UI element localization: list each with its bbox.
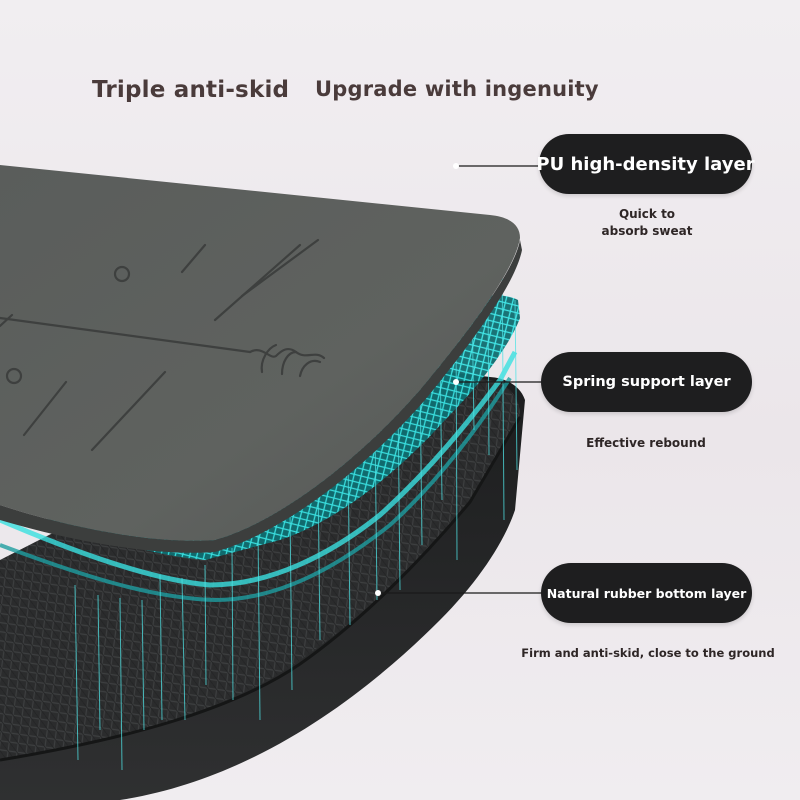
callout-lines: [380, 165, 545, 594]
caption-line: Firm and anti-skid, close to the ground: [521, 646, 775, 660]
alignment-marks: [0, 238, 326, 452]
heading-triple-anti-skid: Triple anti-skid: [92, 77, 290, 103]
cyan-fibre-lines: [74, 254, 518, 771]
callout-dot: [375, 163, 459, 596]
spring-layer-label: Spring support layer: [541, 352, 752, 412]
caption-line: Quick to: [618, 207, 676, 221]
rubber-layer-caption: Firm and anti-skid, close to the ground: [520, 645, 776, 662]
pu-layer-label: PU high-density layer: [536, 134, 755, 194]
rubber-layer-label: Natural rubber bottom layer: [541, 563, 752, 623]
caption-line: Effective rebound: [586, 436, 706, 450]
pu-top-layer: [0, 165, 522, 553]
spring-layer-caption: Effective rebound: [566, 435, 726, 452]
heading-upgrade: Upgrade with ingenuity: [315, 77, 599, 101]
pu-layer-caption: Quick to absorb sweat: [587, 206, 707, 240]
caption-line: absorb sweat: [601, 224, 693, 238]
